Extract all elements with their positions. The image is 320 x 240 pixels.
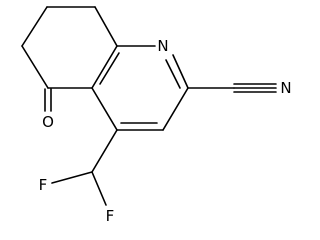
bond-chf2-f-left: [51, 171, 93, 184]
bond-c4-c4a: [91, 87, 118, 131]
nitrile-nitrogen-label: N: [280, 79, 291, 97]
bond-c6-c7: [21, 6, 48, 47]
bond-n1-c2: [172, 54, 189, 89]
carbonyl-oxygen-label: O: [42, 113, 54, 131]
bond-chf2-f-right: [91, 171, 107, 206]
bond-c4a-c8a: [91, 45, 118, 89]
fluorine-right-label: F: [106, 207, 115, 225]
bond-n1-c2-inner: [165, 59, 181, 89]
atom-labels: N N O F F: [39, 37, 292, 225]
bond-c6-c5: [21, 45, 49, 89]
bond-c8-c8a: [94, 6, 118, 47]
molecule-structure: N N O F F: [21, 6, 292, 225]
fluorine-left-label: F: [39, 176, 48, 194]
bond-c4-chf2: [91, 129, 118, 173]
skeleton-bonds: [21, 6, 277, 206]
ring-nitrogen-label: N: [157, 37, 168, 55]
bond-c2-c3: [162, 87, 189, 131]
bond-c4a-c8a-inner: [99, 52, 120, 85]
